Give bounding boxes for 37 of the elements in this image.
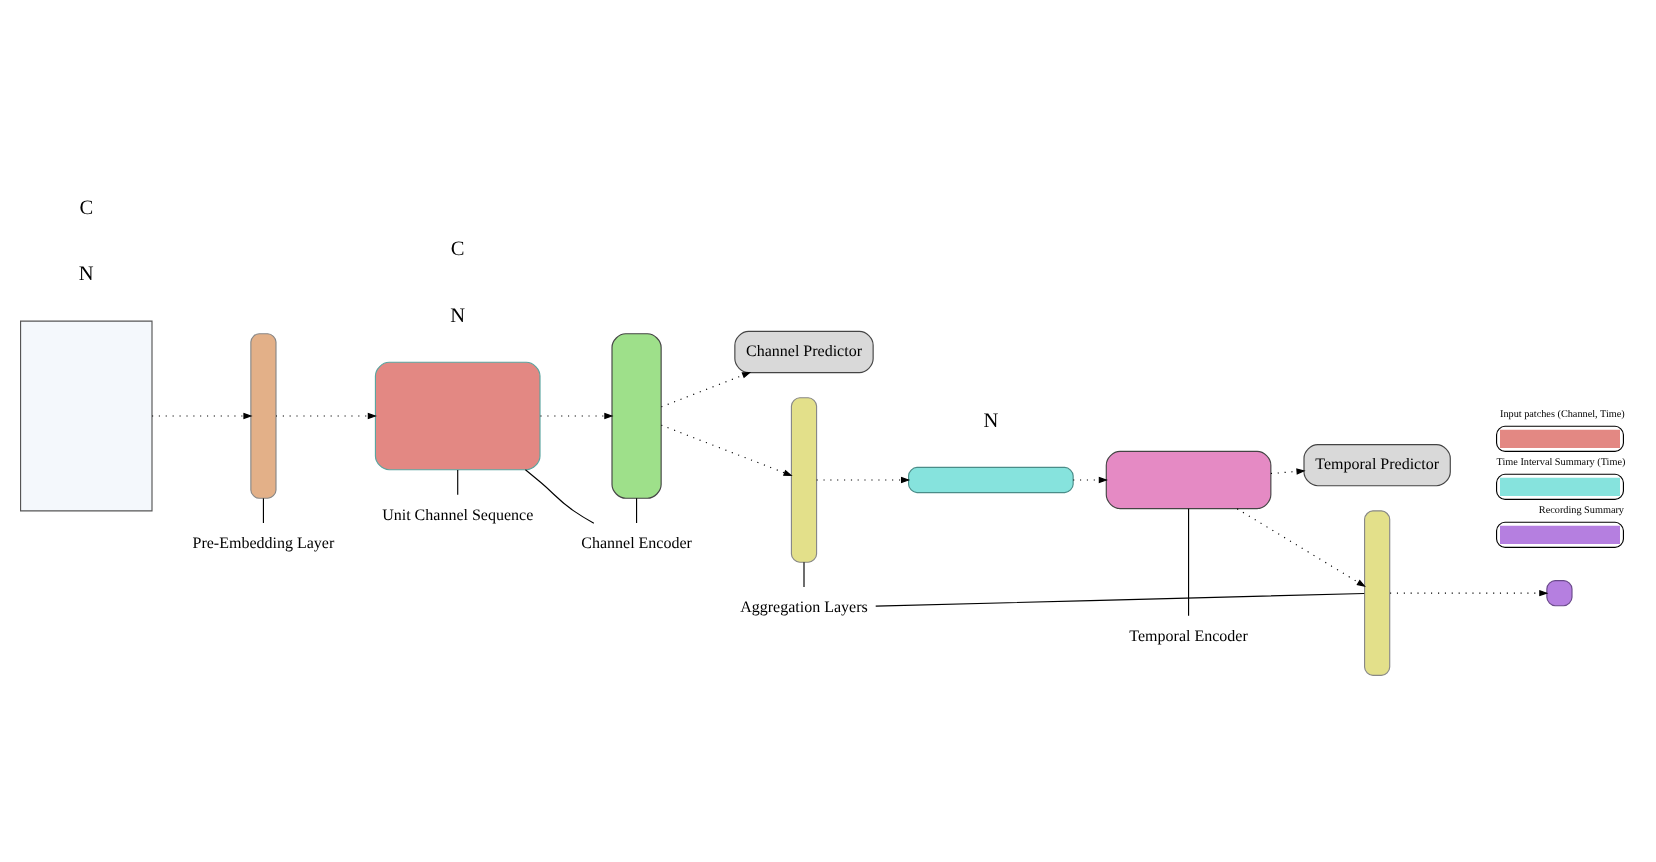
node-box: Channel Predictor [734, 329, 874, 373]
node-box [1105, 449, 1272, 509]
node-text: Unit Channel Sequence [382, 504, 534, 523]
label: N [983, 409, 999, 432]
arrow [1389, 588, 1549, 596]
label: N [450, 304, 466, 327]
connector [636, 496, 638, 523]
label: C [450, 238, 465, 261]
connector [457, 468, 459, 495]
arrow [660, 423, 793, 476]
arrow [539, 411, 614, 419]
arrow [151, 411, 253, 419]
connector [262, 496, 264, 523]
node-text: Temporal Encoder [1129, 625, 1248, 644]
node-box: Temporal Predictor [1303, 443, 1451, 486]
arrow [1270, 467, 1306, 474]
node-bar [1364, 509, 1391, 675]
connector [1188, 507, 1190, 616]
arrow [816, 475, 911, 483]
node-box [1546, 579, 1573, 606]
node-text: Channel Encoder [581, 533, 692, 552]
arrow [275, 411, 377, 419]
connector [875, 591, 1365, 606]
node-box [611, 332, 662, 498]
node-box [908, 465, 1074, 493]
arrow [1072, 475, 1108, 483]
node-box [20, 319, 153, 511]
node-text: Aggregation Layers [740, 597, 868, 616]
node-box [374, 360, 541, 470]
arrow [1236, 507, 1366, 586]
arrow [660, 371, 752, 407]
node-text: Pre-Embedding Layer [192, 533, 335, 552]
node-bar [790, 396, 818, 562]
label: N [78, 263, 94, 286]
node-bar [250, 332, 277, 498]
connector [524, 468, 595, 523]
label: C [79, 197, 94, 220]
